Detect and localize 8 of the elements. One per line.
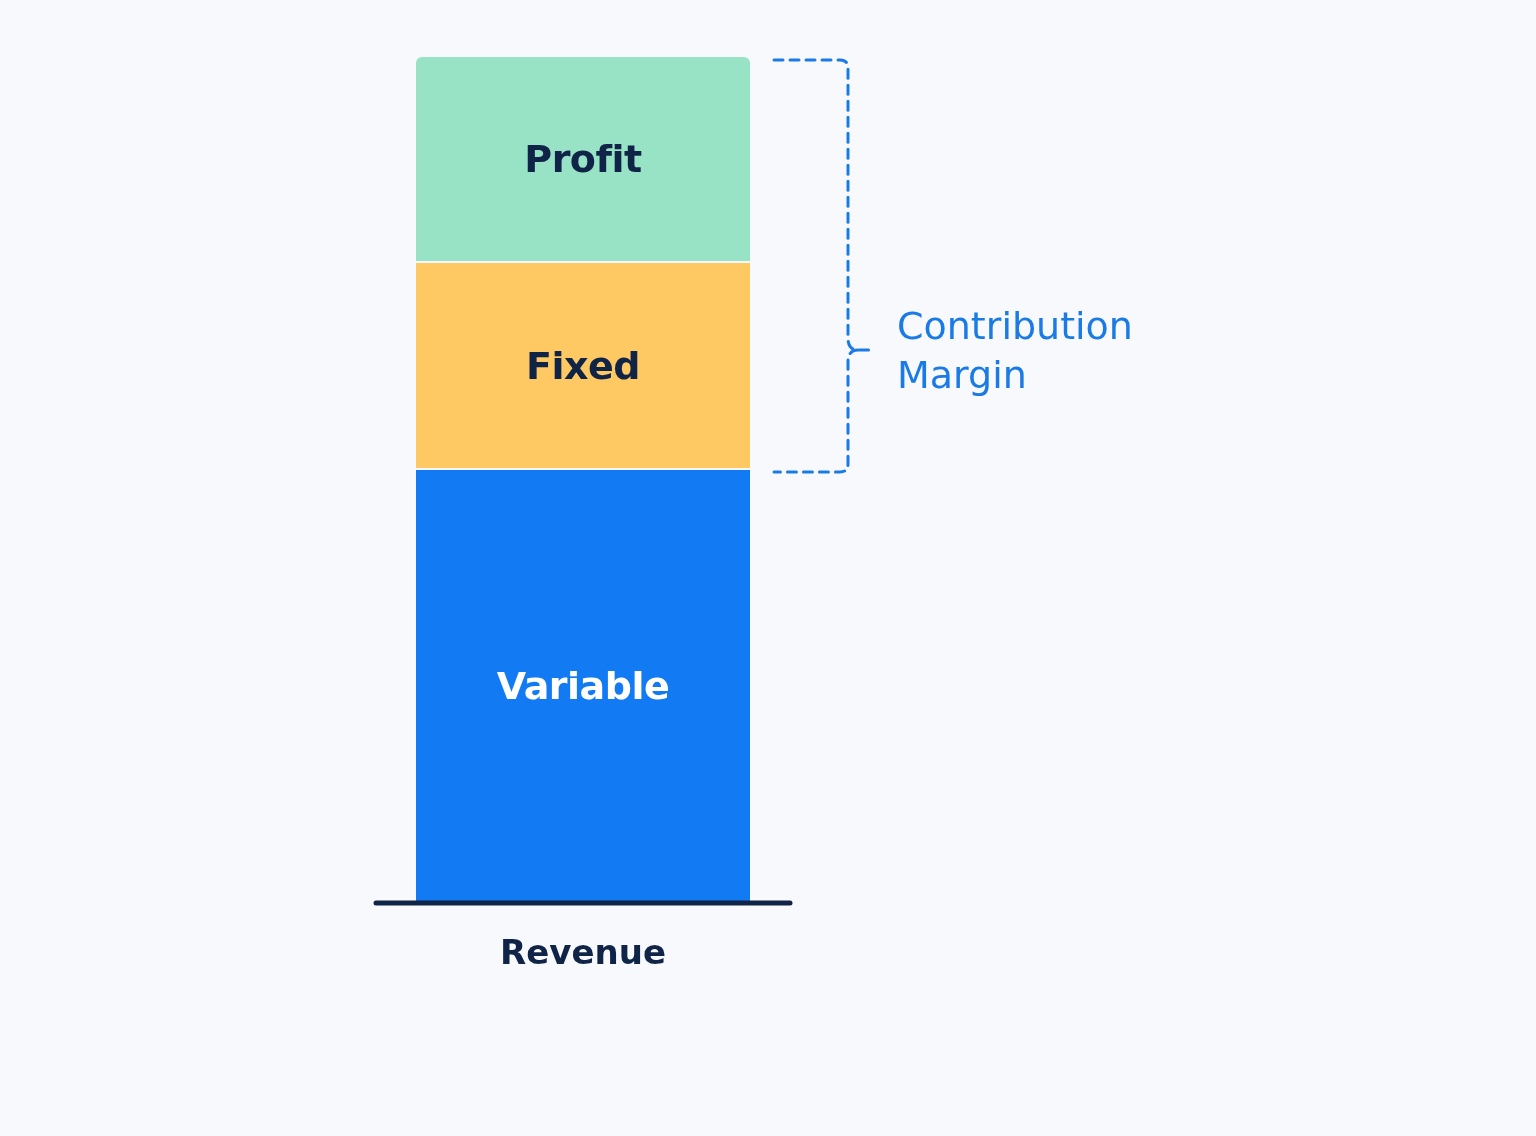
bracket-label: Contribution Margin (897, 303, 1134, 400)
segment-label: Variable (496, 664, 670, 708)
bar-segment (416, 57, 750, 261)
bar-segment (416, 263, 750, 468)
segment-label: Profit (524, 137, 642, 181)
axis-label: Revenue (499, 931, 667, 974)
bar-segment (416, 470, 750, 902)
segment-label: Fixed (526, 343, 640, 388)
